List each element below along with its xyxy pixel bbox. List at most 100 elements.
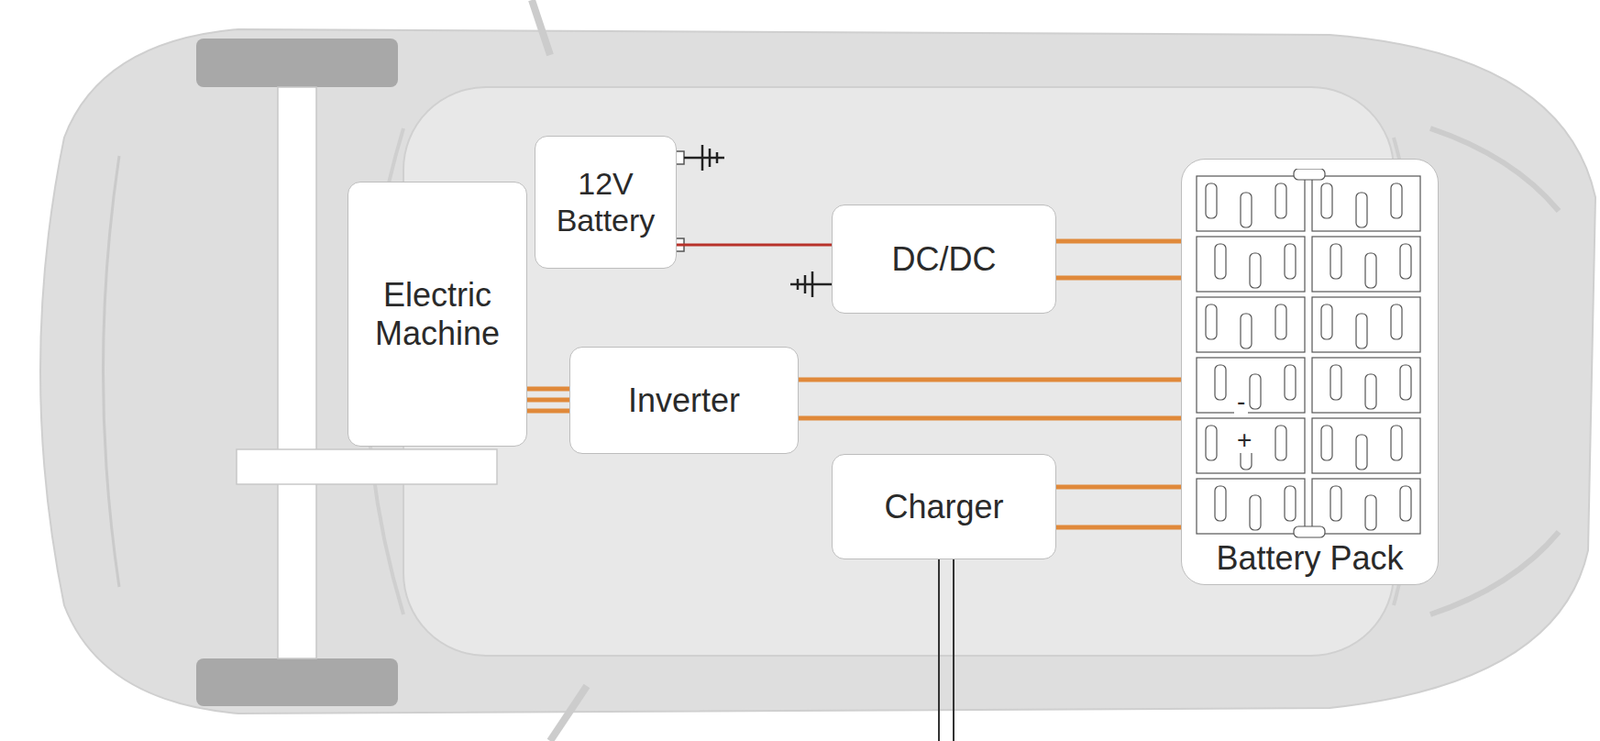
cell-module	[1196, 176, 1305, 232]
ground-bar	[708, 148, 712, 167]
node-label: Electric Machine	[348, 275, 527, 353]
cable-strand	[1056, 275, 1181, 281]
motor-box: Electric Machine	[347, 181, 528, 447]
cell	[1249, 253, 1261, 288]
cable-strand	[1056, 525, 1181, 530]
cell	[1365, 374, 1377, 409]
cell-module	[1312, 478, 1421, 534]
cell-module	[1312, 418, 1421, 474]
battery-pack-box: Battery Pack	[1180, 158, 1439, 585]
cell-module	[1196, 478, 1305, 534]
cable-strand	[1056, 239, 1181, 244]
power-cable	[1056, 486, 1181, 528]
cell	[1240, 192, 1252, 228]
cable-strand	[527, 386, 570, 392]
car-body	[40, 29, 1596, 714]
terminal-sign: -	[1234, 388, 1248, 415]
ground-bar	[804, 275, 807, 294]
cell-module	[1196, 297, 1305, 353]
cell	[1400, 485, 1412, 521]
axle-bar	[236, 449, 497, 485]
cell-module	[1196, 236, 1305, 292]
ground-bar	[796, 278, 800, 290]
cell-link	[1293, 168, 1325, 180]
cell	[1356, 434, 1368, 470]
node-label: DC/DC	[888, 240, 1001, 278]
cable-strand	[676, 243, 832, 247]
cell-module	[1312, 176, 1421, 232]
cell	[1330, 364, 1342, 400]
ground-symbol	[684, 144, 725, 171]
cell	[1365, 495, 1377, 530]
cell	[1214, 243, 1226, 279]
cell	[1275, 183, 1287, 219]
cell	[1321, 304, 1333, 340]
cell-link	[1293, 526, 1325, 538]
cell	[1284, 485, 1296, 521]
cell-module	[1312, 236, 1421, 292]
cell-module	[1312, 297, 1421, 353]
ground-bar	[701, 144, 705, 171]
power-cable	[676, 244, 832, 246]
rear-trim	[1430, 531, 1559, 615]
cell	[1284, 364, 1296, 400]
battery-cells	[1191, 168, 1430, 541]
cell	[1249, 495, 1261, 530]
ground-lead	[684, 156, 725, 160]
open-door	[531, 0, 551, 56]
battery-12v-box: 12V Battery	[534, 135, 677, 269]
cell	[1214, 364, 1226, 400]
cell	[1321, 183, 1333, 219]
wheel	[196, 658, 398, 707]
open-door	[550, 685, 587, 741]
cell	[1205, 304, 1217, 340]
cell	[1390, 304, 1402, 340]
wheel	[196, 38, 398, 88]
node-label: 12V Battery	[535, 165, 676, 238]
cable-strand	[527, 408, 570, 414]
cell	[1249, 374, 1261, 409]
cell	[1400, 243, 1412, 279]
cell	[1400, 364, 1412, 400]
node-label: Inverter	[624, 381, 744, 420]
cell	[1356, 313, 1368, 349]
cell	[1321, 425, 1333, 461]
cell	[1390, 425, 1402, 461]
terminal-sign: +	[1234, 427, 1255, 453]
cell	[1275, 304, 1287, 340]
cable-strand	[798, 416, 1181, 421]
ground-bar	[811, 271, 815, 298]
cell	[1284, 243, 1296, 279]
charger-cable	[937, 559, 940, 741]
cell	[1205, 183, 1217, 219]
rear-trim	[1430, 128, 1559, 211]
node-label: Battery Pack	[1212, 539, 1407, 577]
inverter-box: Inverter	[569, 346, 799, 454]
power-cable	[798, 379, 1181, 419]
charger-cable	[952, 559, 955, 741]
power-cable	[527, 388, 570, 411]
ground-symbol	[790, 271, 832, 298]
cell	[1205, 425, 1217, 461]
cell	[1214, 485, 1226, 521]
cable-strand	[527, 397, 570, 403]
cell	[1240, 313, 1252, 349]
hood-line	[103, 155, 121, 587]
cell-module	[1196, 418, 1305, 474]
axle	[277, 87, 317, 659]
cell-module	[1312, 357, 1421, 413]
cell	[1356, 192, 1368, 228]
converter-box: DC/DC	[831, 204, 1057, 314]
power-cable	[1056, 241, 1181, 278]
cell	[1275, 425, 1287, 461]
cell	[1330, 243, 1342, 279]
cell	[1330, 485, 1342, 521]
charger-box: Charger	[831, 453, 1057, 560]
node-label: Charger	[880, 487, 1007, 526]
ground-bar	[716, 152, 719, 164]
cable-strand	[798, 377, 1181, 383]
cell-module	[1196, 357, 1305, 413]
cable-strand	[1056, 485, 1181, 490]
cell	[1365, 253, 1377, 288]
